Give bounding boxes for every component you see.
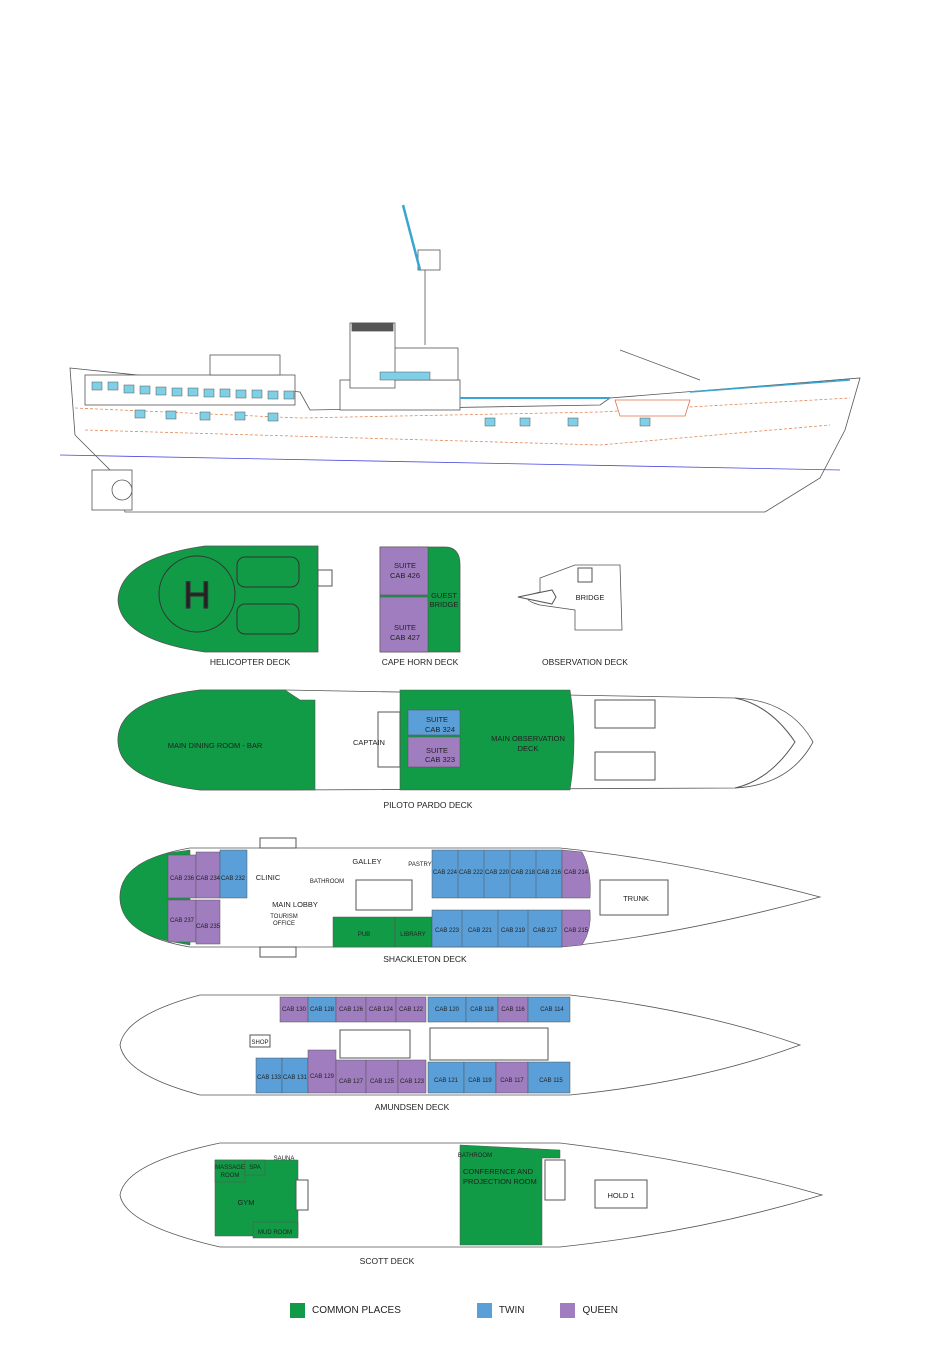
cab-124: CAB 124 [369,1007,394,1013]
suite-427-label: SUITE [394,623,416,632]
cab-219: CAB 219 [501,928,526,934]
cab-223: CAB 223 [435,928,460,934]
guest-bridge-label-1: GUEST [431,591,457,600]
main-lobby-label: MAIN LOBBY [272,900,318,909]
legend-twin: TWIN [476,1303,525,1318]
legend-common: COMMON PLACES [290,1303,401,1318]
tourism-label: TOURISM [270,914,298,920]
helicopter-deck-label: HELICOPTER DECK [210,657,291,667]
shop-label: SHOP [251,1040,268,1046]
cab-133: CAB 133 [257,1075,282,1081]
cab-235: CAB 235 [196,924,221,930]
cab-119: CAB 119 [468,1078,492,1084]
main-observation-label-1: MAIN OBSERVATION [491,734,565,743]
gym-label: GYM [237,1198,254,1207]
svg-text:H: H [183,575,210,617]
cab-218: CAB 218 [511,870,536,876]
pastry-label: PASTRY [408,862,431,868]
scott-deck-label: SCOTT DECK [360,1256,415,1266]
galley-label: GALLEY [352,857,381,866]
cab-324-label: CAB 324 [425,725,455,734]
amundsen-deck: CAB 130 CAB 128 CAB 126 CAB 124 CAB 122 … [119,994,802,1112]
cab-220: CAB 220 [485,870,510,876]
spa-label: SPA [249,1165,261,1171]
cab-116: CAB 116 [501,1007,525,1013]
observation-deck: BRIDGE OBSERVATION DECK [517,564,628,667]
piloto-pardo-deck: MAIN DINING ROOM - BAR CAPTAIN SUITE CAB… [117,689,814,810]
shackleton-deck: CAB 236 CAB 234 CAB 232 CAB 224 CAB 222 … [119,837,822,964]
cab-217: CAB 217 [533,928,558,934]
cab-237: CAB 237 [170,918,195,924]
cab-222: CAB 222 [459,870,484,876]
cab-123: CAB 123 [400,1079,425,1085]
cape-horn-deck: SUITE CAB 426 GUEST BRIDGE SUITE CAB 427… [379,546,461,667]
bridge-label: BRIDGE [576,593,605,602]
cab-125: CAB 125 [370,1079,395,1085]
main-dining-label: MAIN DINING ROOM - BAR [168,741,263,750]
cab-426-label: CAB 426 [390,571,420,580]
massage-label-2: ROOM [221,1173,240,1179]
cab-131: CAB 131 [283,1075,308,1081]
cab-130: CAB 130 [282,1007,307,1013]
cab-126: CAB 126 [339,1007,364,1013]
legend-queen-swatch [560,1303,576,1318]
legend: COMMON PLACES TWIN QUEEN [290,1303,654,1318]
suite-324-label: SUITE [426,715,448,724]
office-label: OFFICE [273,921,295,927]
bathroom-scott-label: BATHROOM [458,1153,492,1159]
trunk-label: TRUNK [623,894,649,903]
hold-1-label: HOLD 1 [607,1191,634,1200]
conference-label-2: PROJECTION ROOM [463,1177,537,1186]
legend-twin-label: TWIN [498,1305,525,1316]
library-label: LIBRARY [400,932,426,938]
cab-323-label: CAB 323 [425,755,455,764]
cab-215: CAB 215 [564,928,589,934]
legend-queen-label: QUEEN [582,1305,619,1316]
cab-120: CAB 120 [435,1007,460,1013]
cab-236: CAB 236 [170,876,195,882]
legend-twin-swatch [476,1303,492,1318]
main-observation-label-2: DECK [518,744,539,753]
shackleton-deck-label: SHACKLETON DECK [383,954,467,964]
legend-common-swatch [290,1303,305,1318]
legend-queen: QUEEN [560,1303,618,1318]
cab-129: CAB 129 [310,1074,335,1080]
cab-115: CAB 115 [539,1078,563,1084]
helicopter-deck: H HELICOPTER DECK [117,545,333,667]
cab-118: CAB 118 [470,1007,494,1013]
cab-427-label: CAB 427 [390,633,420,642]
ship-windows [91,371,651,427]
conference-label-1: CONFERENCE AND [463,1167,534,1176]
pub-label: PUB [358,932,370,938]
clinic-label: CLINIC [256,873,281,882]
cab-121: CAB 121 [434,1078,459,1084]
legend-common-label: COMMON PLACES [312,1305,401,1316]
massage-label-1: MASSAGE [215,1165,245,1171]
amundsen-deck-label: AMUNDSEN DECK [375,1102,450,1112]
bathroom-shackleton-label: BATHROOM [310,879,344,885]
cab-216: CAB 216 [537,870,562,876]
piloto-pardo-deck-label: PILOTO PARDO DECK [384,800,473,810]
suite-426-label: SUITE [394,561,416,570]
ship-side-profile [59,204,861,513]
cab-127: CAB 127 [339,1079,364,1085]
cab-122: CAB 122 [399,1007,424,1013]
scott-deck: SAUNA MASSAGE ROOM SPA GYM MUD ROOM BATH… [119,1142,824,1266]
guest-bridge-label-2: BRIDGE [430,600,459,609]
suite-323-label: SUITE [426,746,448,755]
cab-232: CAB 232 [221,876,246,882]
cab-221: CAB 221 [468,928,493,934]
cab-224: CAB 224 [433,870,458,876]
cab-117: CAB 117 [500,1078,524,1084]
observation-deck-label: OBSERVATION DECK [542,657,628,667]
mud-room-label: MUD ROOM [258,1230,292,1236]
sauna-label: SAUNA [274,1156,295,1162]
cape-horn-deck-label: CAPE HORN DECK [382,657,459,667]
cab-114: CAB 114 [540,1007,564,1013]
captain-label: CAPTAIN [353,738,385,747]
cab-128: CAB 128 [310,1007,335,1013]
cab-234: CAB 234 [196,876,221,882]
cab-214: CAB 214 [564,870,589,876]
